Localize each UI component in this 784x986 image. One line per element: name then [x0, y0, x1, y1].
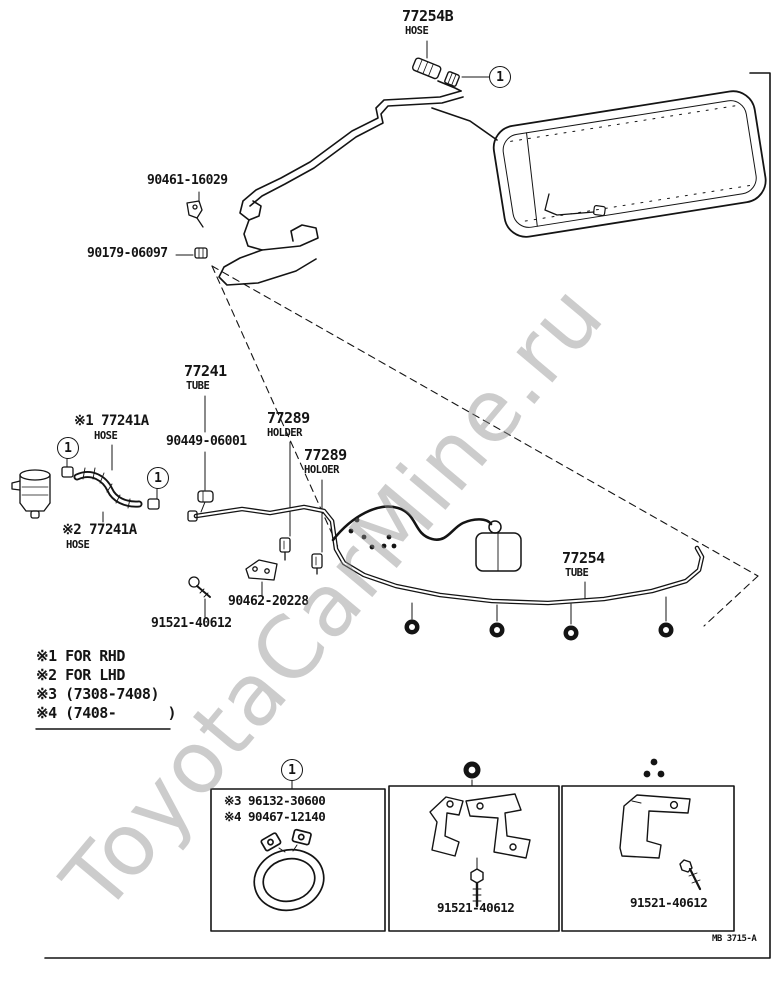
clip-90461-part [186, 200, 204, 228]
label-77241-type: TUBE [186, 380, 210, 392]
nut-90179-part [194, 247, 208, 259]
label-77241: 77241 [184, 362, 227, 380]
holder-77289-clip-a [279, 537, 291, 561]
label-77241a-lhd: ※2 77241A [62, 522, 137, 538]
bracket-marker-dots-icon [643, 758, 665, 778]
grommet-90449-part [197, 490, 214, 513]
bracket-90462-part [245, 559, 278, 581]
fuel-filter [11, 469, 51, 519]
hose-nut-left [61, 466, 74, 478]
box1-part-line2: ※4 90467-12140 [224, 809, 326, 824]
canister [475, 520, 522, 572]
hose-77241a [73, 467, 143, 509]
label-90449-06001: 90449-06001 [166, 434, 247, 449]
detail-boxes [210, 785, 735, 932]
label-77241a-lhd-type: HOSE [66, 539, 90, 551]
label-77289-lower: 77289 [304, 446, 347, 464]
label-77254b-type: HOSE [405, 25, 429, 37]
holder-77289-clip-b [311, 553, 323, 575]
tube-bundle [218, 80, 498, 286]
legend-row-lhd: ※2 FOR LHD [36, 666, 125, 684]
legend-row-rhd: ※1 FOR RHD [36, 647, 125, 665]
box1-part-line1: ※3 96132-30600 [224, 793, 326, 808]
callout-1-hose: 1 [147, 467, 169, 489]
label-77289-upper-type: HOLDER [267, 427, 302, 439]
projection-dashes [211, 265, 759, 627]
bracket-assembly-drawing [429, 793, 531, 908]
label-90462-20228: 90462-20228 [228, 594, 309, 609]
page-code: MB 3715-A [712, 934, 757, 944]
page-frame [44, 72, 771, 959]
box3-part-number: 91521-40612 [630, 895, 708, 910]
label-77289-upper: 77289 [267, 409, 310, 427]
bracket-91521-drawing [619, 794, 702, 891]
screw-91521-part [188, 576, 211, 598]
label-77254-type: TUBE [565, 567, 589, 579]
leader-lines [66, 40, 586, 790]
clip-dots [348, 517, 397, 550]
callout-1-top: 1 [489, 66, 511, 88]
callout-1-filter: 1 [57, 437, 79, 459]
fuel-tank [492, 90, 767, 238]
legend-row-7308: ※3 (7308-7408) [36, 685, 159, 703]
label-77254b: 77254B [402, 7, 454, 25]
hose-77254b-fitting [411, 57, 460, 87]
label-90179-06097: 90179-06097 [87, 246, 168, 261]
label-77241a-rhd-type: HOSE [94, 430, 118, 442]
callout-1-box: 1 [281, 759, 303, 781]
label-77254: 77254 [562, 549, 605, 567]
hose-loop [331, 505, 493, 542]
label-77241a-rhd: ※1 77241A [74, 413, 149, 429]
box2-part-number: 91521-40612 [437, 900, 515, 915]
tank-outlet [544, 193, 606, 217]
legend-row-7408: ※4 (7408- ) [36, 704, 177, 722]
clamp-drawing [253, 828, 325, 912]
hose-nut-right [147, 498, 160, 510]
label-90461-16029: 90461-16029 [147, 173, 228, 188]
label-91521-40612: 91521-40612 [151, 616, 232, 631]
clamp-markers [404, 596, 674, 641]
label-77289-lower-type: HOLOER [304, 464, 339, 476]
tube-77254-line [187, 504, 705, 606]
clamp-marker-icon [463, 761, 481, 779]
